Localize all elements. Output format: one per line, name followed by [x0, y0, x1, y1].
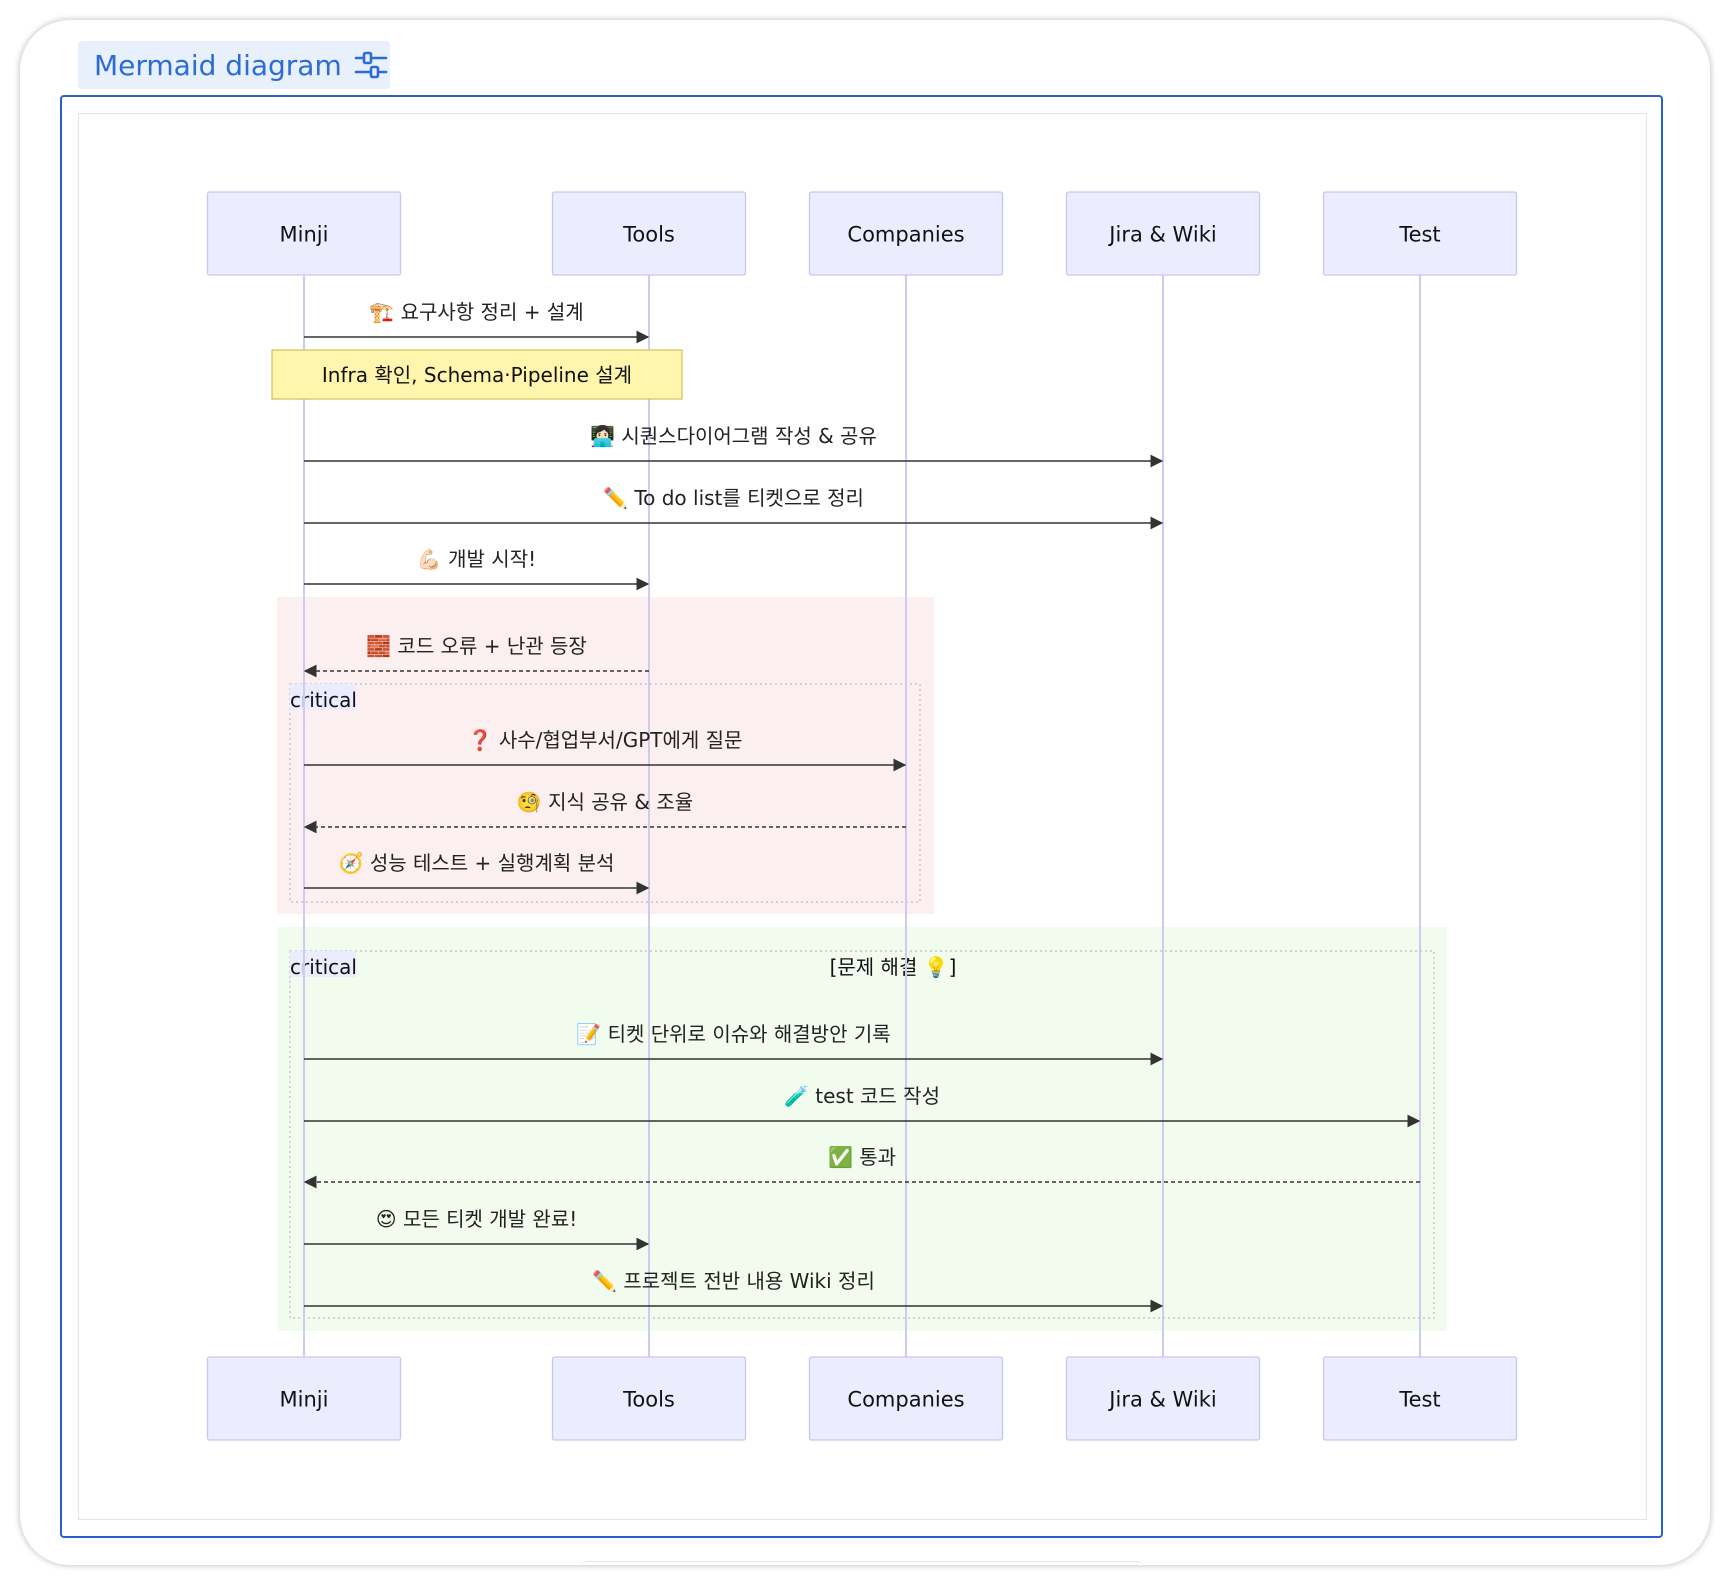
- message-label-9: 📝 티켓 단위로 이슈와 해결방안 기록: [576, 1022, 890, 1046]
- critical-box-2: [289, 950, 1435, 1319]
- actor-label-bottom-test: Test: [1398, 1388, 1440, 1412]
- message-label-7: 🧐 지식 공유 & 조율: [517, 790, 693, 814]
- diagram-canvas: [78, 113, 1647, 1520]
- diagram-frame: [60, 95, 1663, 1538]
- actor-label-top-jirawiki: Jira & Wiki: [1107, 223, 1216, 247]
- message-label-4: 💪🏻 개발 시작!: [417, 547, 536, 571]
- message-label-2: 👩🏻‍💻 시퀀스다이어그램 작성 & 공유: [590, 424, 877, 448]
- actor-box-bottom-companies: [808, 1356, 1004, 1441]
- region-solution: [277, 927, 1447, 1331]
- sliders-icon[interactable]: [354, 50, 388, 80]
- actor-box-top-test: [1322, 191, 1518, 276]
- message-label-8: 🧭 성능 테스트 + 실행계획 분석: [339, 851, 615, 875]
- actor-label-bottom-jirawiki: Jira & Wiki: [1107, 1388, 1216, 1412]
- message-label-3: ✏️ To do list를 티켓으로 정리: [603, 486, 864, 510]
- actor-label-top-minji: Minji: [280, 223, 329, 247]
- actor-box-top-minji: [206, 191, 402, 276]
- message-label-6: ❓ 사수/협업부서/GPT에게 질문: [468, 728, 743, 752]
- actor-box-bottom-jirawiki: [1065, 1356, 1261, 1441]
- actor-box-bottom-minji: [206, 1356, 402, 1441]
- message-label-11: ✅ 통과: [828, 1145, 896, 1169]
- message-label-1: 🏗️ 요구사항 정리 + 설계: [369, 300, 583, 324]
- actor-label-top-tools: Tools: [622, 223, 675, 247]
- note-text: Infra 확인, Schema·Pipeline 설계: [322, 363, 632, 387]
- region-problem: [277, 597, 934, 914]
- message-label-5: 🧱 코드 오류 + 난관 등장: [366, 634, 587, 658]
- actor-box-bottom-test: [1322, 1356, 1518, 1441]
- critical-label-1: critical: [290, 688, 357, 712]
- critical-label-bg-2: [290, 951, 356, 977]
- message-label-12: 😍 모든 티켓 개발 완료!: [376, 1207, 578, 1231]
- critical-condition-2: [문제 해결 💡]: [830, 955, 957, 979]
- actor-label-bottom-companies: Companies: [847, 1388, 964, 1412]
- actor-box-top-companies: [808, 191, 1004, 276]
- actor-label-bottom-minji: Minji: [280, 1388, 329, 1412]
- note-box: [271, 349, 683, 400]
- critical-label-2: critical: [290, 955, 357, 979]
- critical-box-1: [289, 683, 921, 903]
- diagram-tab[interactable]: Mermaid diagram: [78, 41, 390, 89]
- actor-label-bottom-tools: Tools: [622, 1388, 675, 1412]
- actor-box-top-jirawiki: [1065, 191, 1261, 276]
- message-label-10: 🧪 test 코드 작성: [784, 1084, 940, 1108]
- actor-box-top-tools: [551, 191, 747, 276]
- message-label-13: ✏️ 프로젝트 전반 내용 Wiki 정리: [592, 1269, 875, 1293]
- actor-label-top-test: Test: [1398, 223, 1440, 247]
- diagram-tab-title: Mermaid diagram: [94, 48, 342, 82]
- bottom-tab-edge: [580, 1561, 1145, 1578]
- critical-label-bg-1: [290, 684, 356, 710]
- actor-box-bottom-tools: [551, 1356, 747, 1441]
- actor-label-top-companies: Companies: [847, 223, 964, 247]
